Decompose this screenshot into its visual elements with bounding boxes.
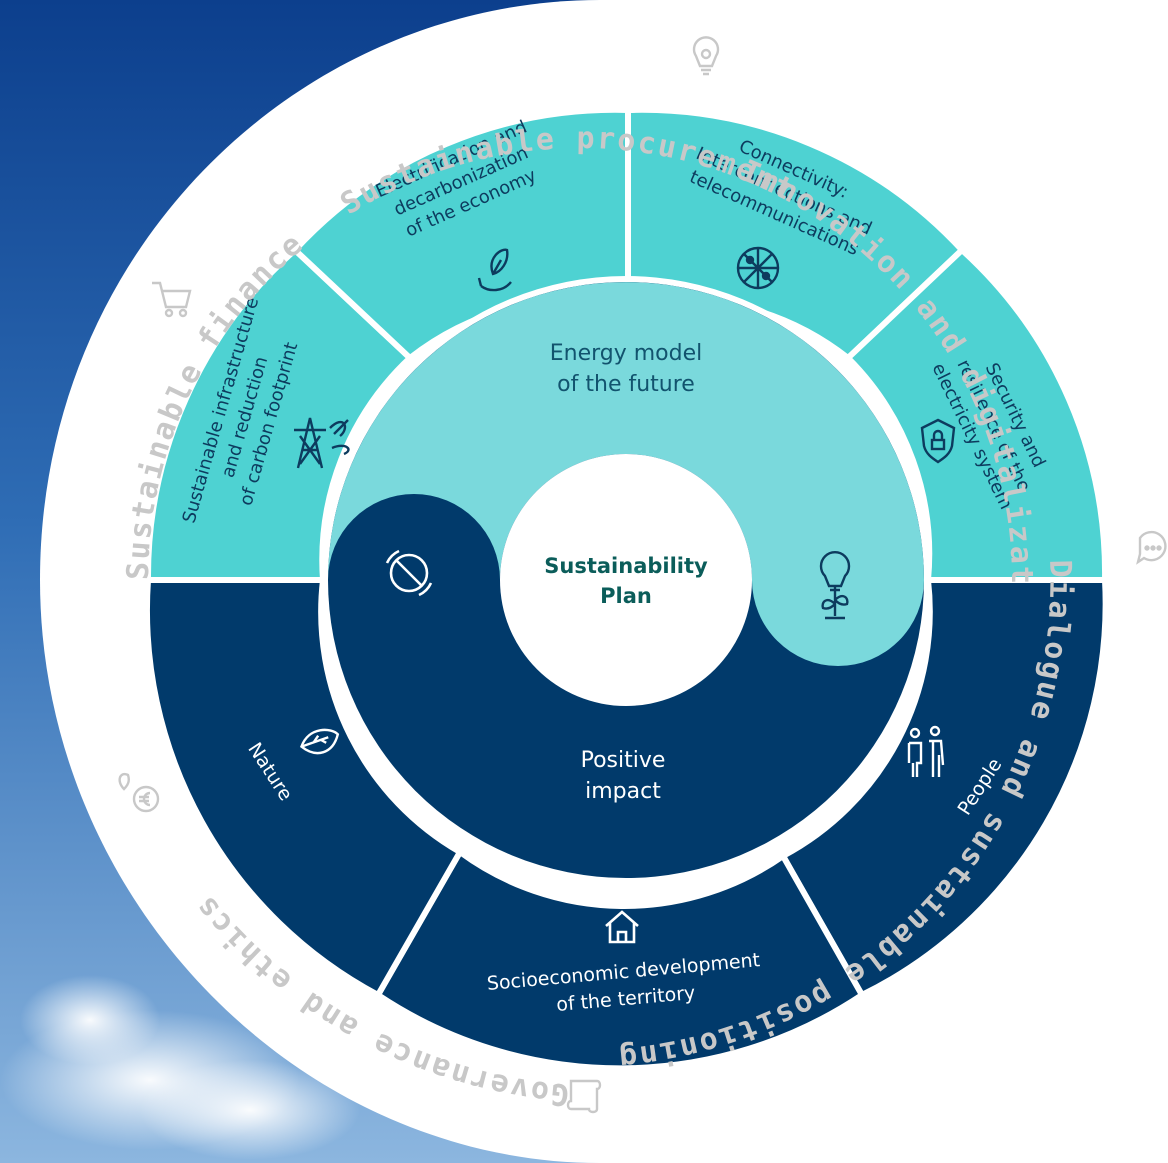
cloud <box>20 975 160 1065</box>
lightbulb-plant-icon <box>819 551 851 620</box>
segment-socioeconomic <box>374 847 866 1072</box>
shield-lock-icon <box>920 418 956 464</box>
segment-people <box>778 577 1109 999</box>
center-title-line1: Sustainability <box>544 554 708 578</box>
transmission-tower-icon <box>294 417 350 469</box>
no-emissions-icon <box>385 549 433 597</box>
network-globe-icon <box>736 246 780 290</box>
leaf-hand-icon <box>477 248 512 292</box>
people-icon <box>907 725 945 777</box>
cloud <box>140 1060 360 1160</box>
scroll-icon <box>566 1079 602 1114</box>
home-icon <box>605 910 639 944</box>
center-title-line2: Plan <box>600 584 652 608</box>
leaf-icon <box>299 728 340 755</box>
euro-plant-icon <box>118 772 160 813</box>
impact-label-line1: Positive <box>581 748 666 773</box>
impact-label-line2: impact <box>585 779 661 804</box>
chat-icon <box>1136 530 1167 565</box>
segment-nature <box>143 577 465 1000</box>
cart-icon <box>152 281 192 318</box>
energy-label-line2: of the future <box>557 372 695 397</box>
energy-label-line1: Energy model <box>550 341 703 366</box>
gear-bulb-icon <box>692 36 720 76</box>
pillar-energy-model <box>328 282 924 666</box>
center-circle <box>500 454 752 706</box>
